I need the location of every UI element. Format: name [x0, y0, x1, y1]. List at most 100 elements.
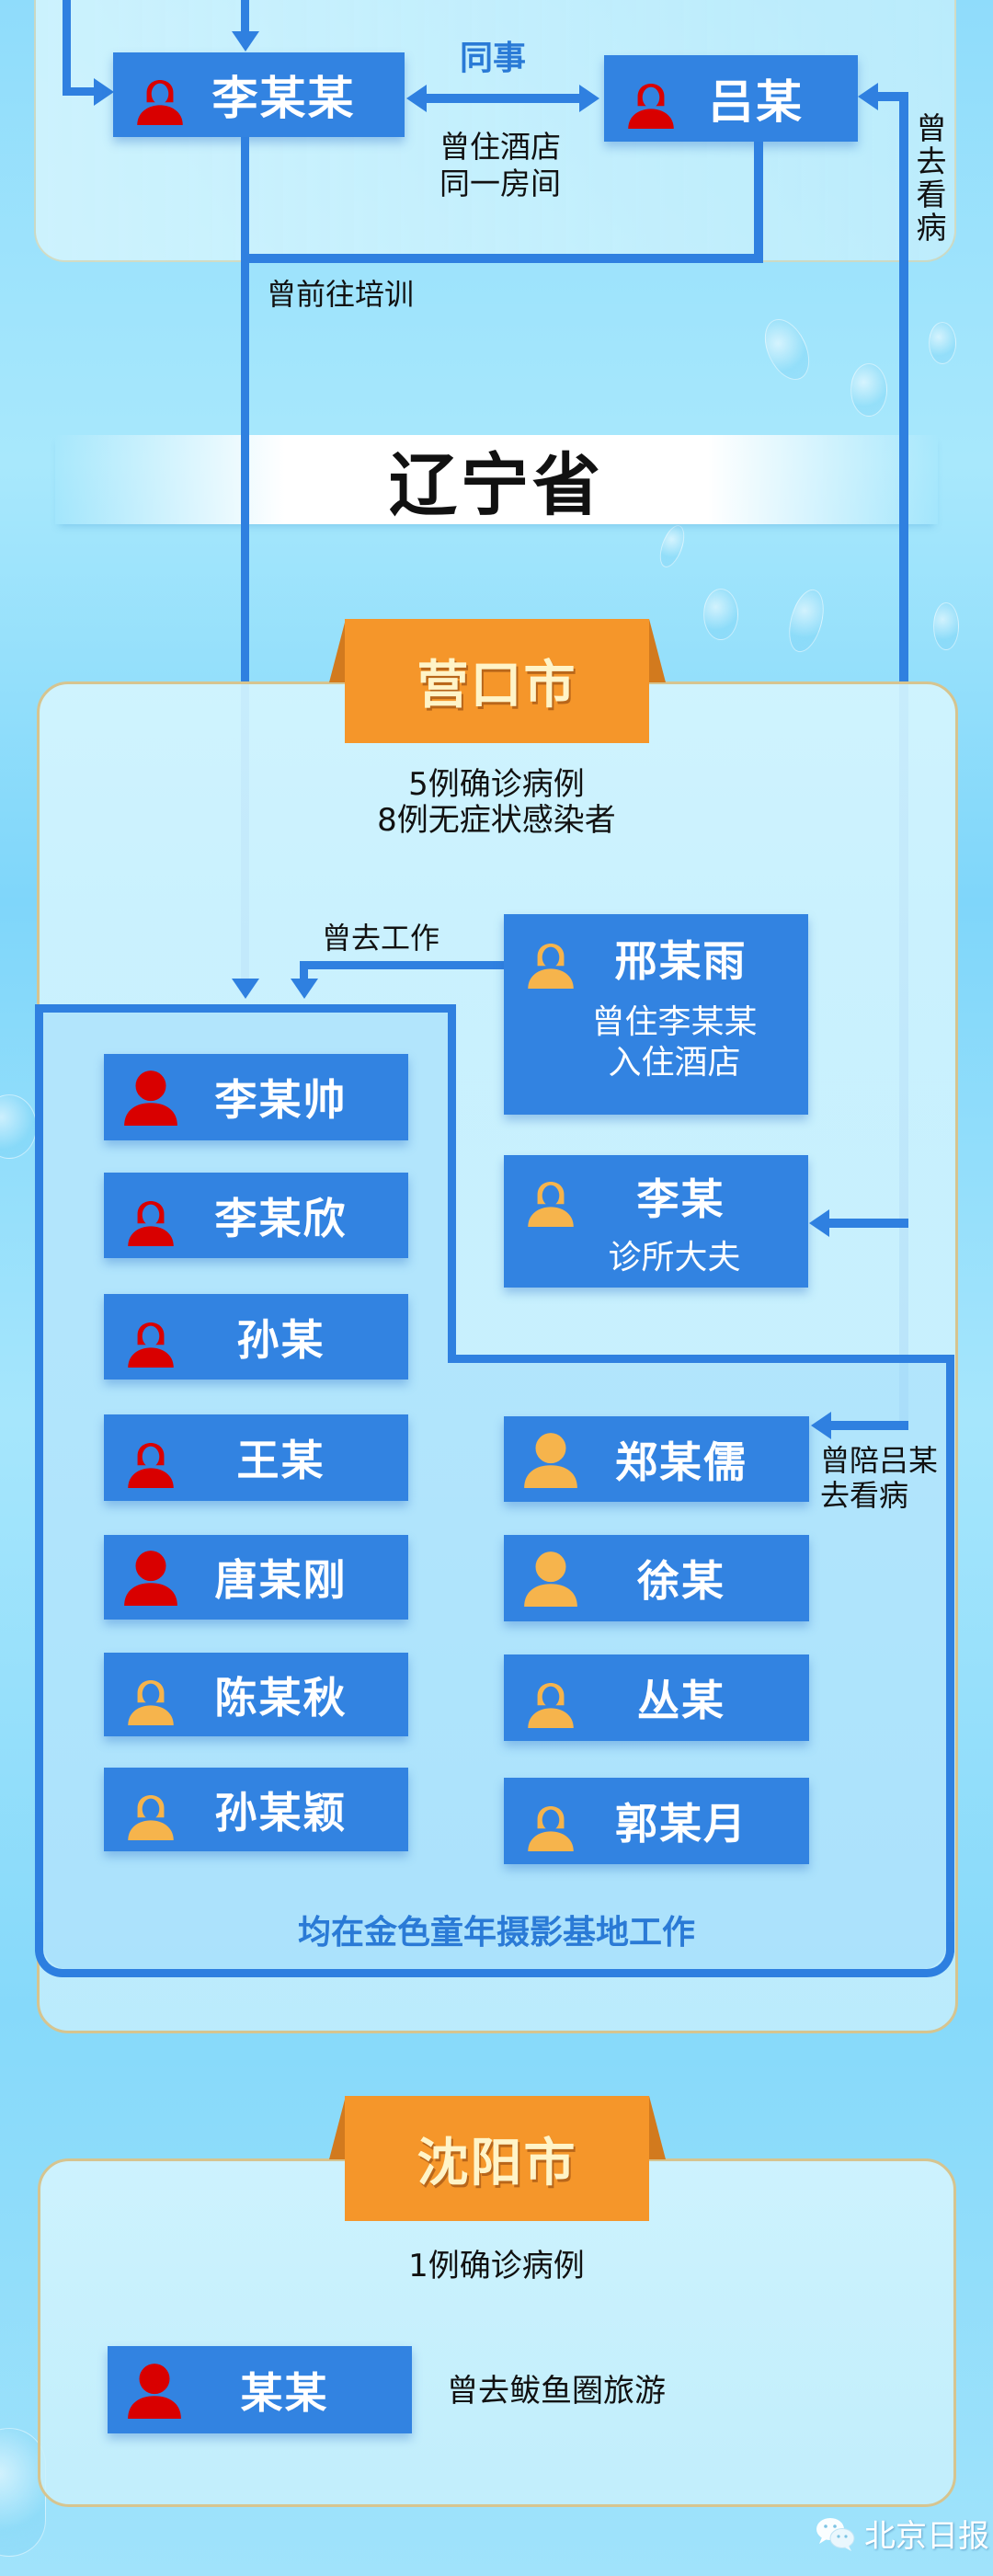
wechat-icon	[816, 2517, 855, 2551]
relation-colleague-label: 同事	[460, 40, 527, 77]
female-person-icon	[528, 1806, 574, 1851]
female-person-icon	[128, 1322, 174, 1368]
arrow-into-zheng-mou-ru	[811, 1412, 831, 1439]
hotel-link-line-vertical	[754, 142, 763, 263]
male-person-icon	[128, 2363, 181, 2419]
decorative-bubble	[703, 589, 738, 640]
arrow-into-li-mou-mou-left	[94, 78, 114, 106]
city-name: 沈阳市	[417, 2133, 577, 2193]
yingkou-stat-confirmed: 5例确诊病例	[408, 766, 585, 803]
went-see-doctor-label: 曾去看病	[916, 110, 947, 246]
person-name: 陈某秋	[214, 1672, 348, 1723]
female-person-icon	[128, 1443, 174, 1488]
decorative-bubble	[782, 585, 830, 657]
relation-hotel-line1: 曾住酒店	[439, 129, 561, 165]
city-tab-shenyang: 沈阳市	[345, 2096, 649, 2221]
decorative-bubble	[929, 322, 956, 364]
person-name: 邢某雨	[614, 936, 748, 986]
decorative-bubble	[0, 1094, 37, 1159]
group-border-inner-vertical	[448, 1004, 456, 1363]
person-card-li-mou-xin[interactable]: 李某欣	[104, 1173, 408, 1258]
watermark-text: 北京日报	[864, 2518, 989, 2555]
colleague-arrow-left-head	[406, 85, 427, 112]
yingkou-stat-asymptomatic: 8例无症状感染者	[377, 802, 616, 839]
tab-fold-left	[329, 2096, 346, 2159]
decorative-bubble	[655, 521, 690, 571]
hotel-link-line-horizontal	[241, 254, 763, 263]
person-card-zheng-mou-ru[interactable]: 郑某儒	[504, 1416, 809, 1502]
decorative-bubble	[933, 602, 959, 650]
person-card-lv-mou[interactable]: 吕某	[604, 55, 858, 142]
person-name: 李某欣	[214, 1193, 348, 1243]
person-card-xing-mou-yu[interactable]: 邢某雨 曾住李某某 入住酒店	[504, 914, 808, 1115]
person-name: 李某	[636, 1174, 725, 1224]
colleague-arrow-right-head	[579, 85, 599, 112]
shenyang-travel-note: 曾去鲅鱼圈旅游	[447, 2373, 666, 2410]
workplace-footer: 均在金色童年摄影基地工作	[297, 1914, 695, 1952]
person-card-tang-mou-gang[interactable]: 唐某刚	[104, 1535, 408, 1620]
person-card-xu-mou[interactable]: 徐某	[504, 1535, 809, 1621]
shenyang-stat-confirmed: 1例确诊病例	[408, 2248, 585, 2284]
person-card-guo-mou-yue[interactable]: 郭某月	[504, 1778, 809, 1864]
person-card-li-mou-mou[interactable]: 李某某	[113, 52, 405, 137]
female-person-icon	[128, 1200, 174, 1246]
arrow-training-into-group	[232, 979, 259, 999]
male-person-icon	[524, 1432, 577, 1488]
person-name: 某某	[240, 2367, 329, 2418]
person-card-li-mou-doctor[interactable]: 李某 诊所大夫	[504, 1155, 808, 1288]
incoming-line-top	[241, 0, 249, 33]
person-name: 丛某	[637, 1676, 725, 1725]
person-name: 孙某颖	[214, 1787, 348, 1838]
see-doctor-line-top	[875, 92, 908, 101]
person-card-cong-mou[interactable]: 丛某	[504, 1654, 809, 1741]
watermark: 北京日报	[815, 2511, 989, 2556]
tab-fold-right	[649, 619, 666, 682]
person-name: 郭某月	[615, 1799, 748, 1849]
person-name: 李某某	[211, 72, 356, 125]
province-banner: 辽宁省	[55, 435, 938, 525]
see-doctor-line-overlay	[899, 423, 908, 543]
person-card-sun-mou-ying[interactable]: 孙某颖	[104, 1768, 408, 1851]
female-person-icon	[528, 1182, 574, 1227]
colleague-arrow-line	[423, 94, 581, 103]
arrow-into-li-mou-doctor	[809, 1209, 829, 1237]
province-title: 辽宁省	[389, 446, 604, 525]
person-card-mou-mou[interactable]: 某某	[108, 2346, 412, 2433]
accompany-branch-line	[829, 1421, 908, 1430]
person-name: 吕某	[708, 75, 804, 129]
person-name: 孙某	[236, 1314, 325, 1365]
female-person-icon	[628, 84, 674, 129]
group-border-top	[35, 1004, 456, 1013]
male-person-icon	[124, 1551, 177, 1606]
female-person-icon	[137, 80, 183, 125]
tab-fold-left	[329, 619, 346, 682]
decorative-bubble	[756, 312, 818, 387]
group-border-right	[946, 1355, 954, 1952]
incoming-line-left-h	[63, 87, 96, 96]
group-border-left	[35, 1004, 43, 1952]
female-person-icon	[528, 944, 574, 989]
went-work-label: 曾去工作	[322, 921, 440, 956]
decorative-bubble	[850, 363, 887, 417]
person-name: 郑某儒	[615, 1437, 748, 1487]
person-card-wang-mou[interactable]: 王某	[104, 1414, 408, 1501]
training-line-overlay	[241, 423, 249, 543]
person-card-li-mou-shuai[interactable]: 李某帅	[104, 1054, 408, 1140]
relation-hotel-line2: 同一房间	[439, 166, 561, 201]
work-link-line-v	[300, 961, 308, 981]
person-card-chen-mou-qiu[interactable]: 陈某秋	[104, 1653, 408, 1736]
arrow-into-li-mou-mou-top	[232, 31, 259, 52]
group-border-step	[448, 1355, 954, 1363]
female-person-icon	[128, 1794, 174, 1840]
person-name: 徐某	[637, 1556, 725, 1606]
went-training-label: 曾前往培训	[267, 277, 415, 312]
city-tab-yingkou: 营口市	[345, 619, 649, 743]
person-note-line1: 曾住李某某	[591, 1003, 758, 1041]
person-note: 诊所大夫	[608, 1239, 741, 1277]
arrow-work-into-group	[291, 979, 318, 999]
female-person-icon	[528, 1683, 574, 1728]
person-name: 李某帅	[214, 1075, 348, 1125]
person-card-sun-mou[interactable]: 孙某	[104, 1294, 408, 1380]
city-name: 营口市	[417, 656, 577, 716]
training-line	[241, 137, 249, 980]
